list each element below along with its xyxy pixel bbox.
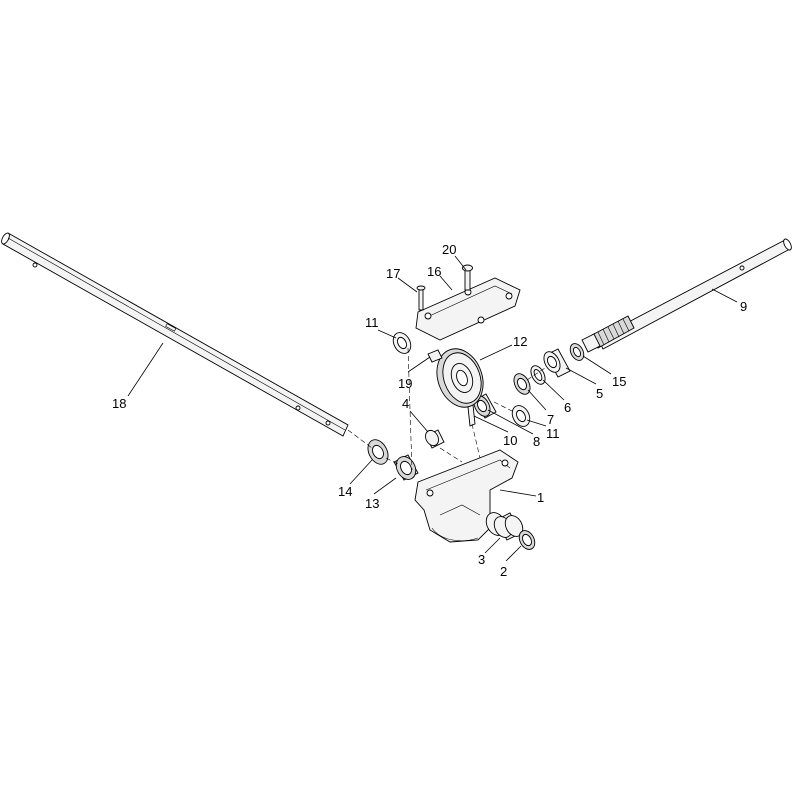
callout-9: 9 [740, 299, 747, 314]
part-7-bearing [513, 373, 531, 395]
callout-20: 20 [442, 242, 456, 257]
part-12-gear [436, 348, 484, 408]
callout-15: 15 [612, 374, 626, 389]
part-18-left-shaft [1, 232, 349, 437]
part-10-pin [467, 404, 476, 427]
part-19-key [427, 349, 443, 363]
part-9-worm-shaft [581, 238, 792, 353]
part-17-bolt [416, 285, 426, 311]
callouts: 1 2 3 4 5 6 7 8 9 10 11 11 12 13 14 15 1… [112, 242, 747, 579]
leader-lines [127, 255, 738, 562]
callout-4: 4 [402, 396, 409, 411]
part-2-seal [518, 530, 536, 550]
callout-6: 6 [564, 400, 571, 415]
callout-18: 18 [112, 396, 126, 411]
part-15-seal [569, 343, 585, 361]
part-11-washer-lower [511, 405, 531, 427]
callout-10: 10 [503, 433, 517, 448]
callout-17: 17 [386, 266, 400, 281]
part-4-bushing [425, 429, 445, 449]
part-16-cover [415, 277, 521, 341]
callout-7: 7 [547, 412, 554, 427]
callout-8: 8 [533, 434, 540, 449]
part-3-bushing [493, 512, 524, 541]
callout-2: 2 [500, 564, 507, 579]
callout-16: 16 [427, 264, 441, 279]
part-5-bearing [543, 348, 571, 378]
part-6-washer [530, 365, 546, 385]
callout-11-upper: 11 [365, 315, 379, 330]
callout-1: 1 [537, 490, 544, 505]
callout-5: 5 [596, 386, 603, 401]
part-14-bearing [367, 439, 389, 465]
callout-11-lower: 11 [546, 426, 560, 441]
callout-3: 3 [478, 552, 485, 567]
callout-19: 19 [398, 376, 412, 391]
callout-14: 14 [338, 484, 352, 499]
part-20-screw [462, 264, 473, 291]
alignment-lines [347, 347, 546, 471]
callout-13: 13 [365, 496, 379, 511]
part-11-washer-upper [392, 332, 412, 354]
part-13-tapered-bearing [393, 454, 419, 481]
callout-12: 12 [513, 334, 527, 349]
